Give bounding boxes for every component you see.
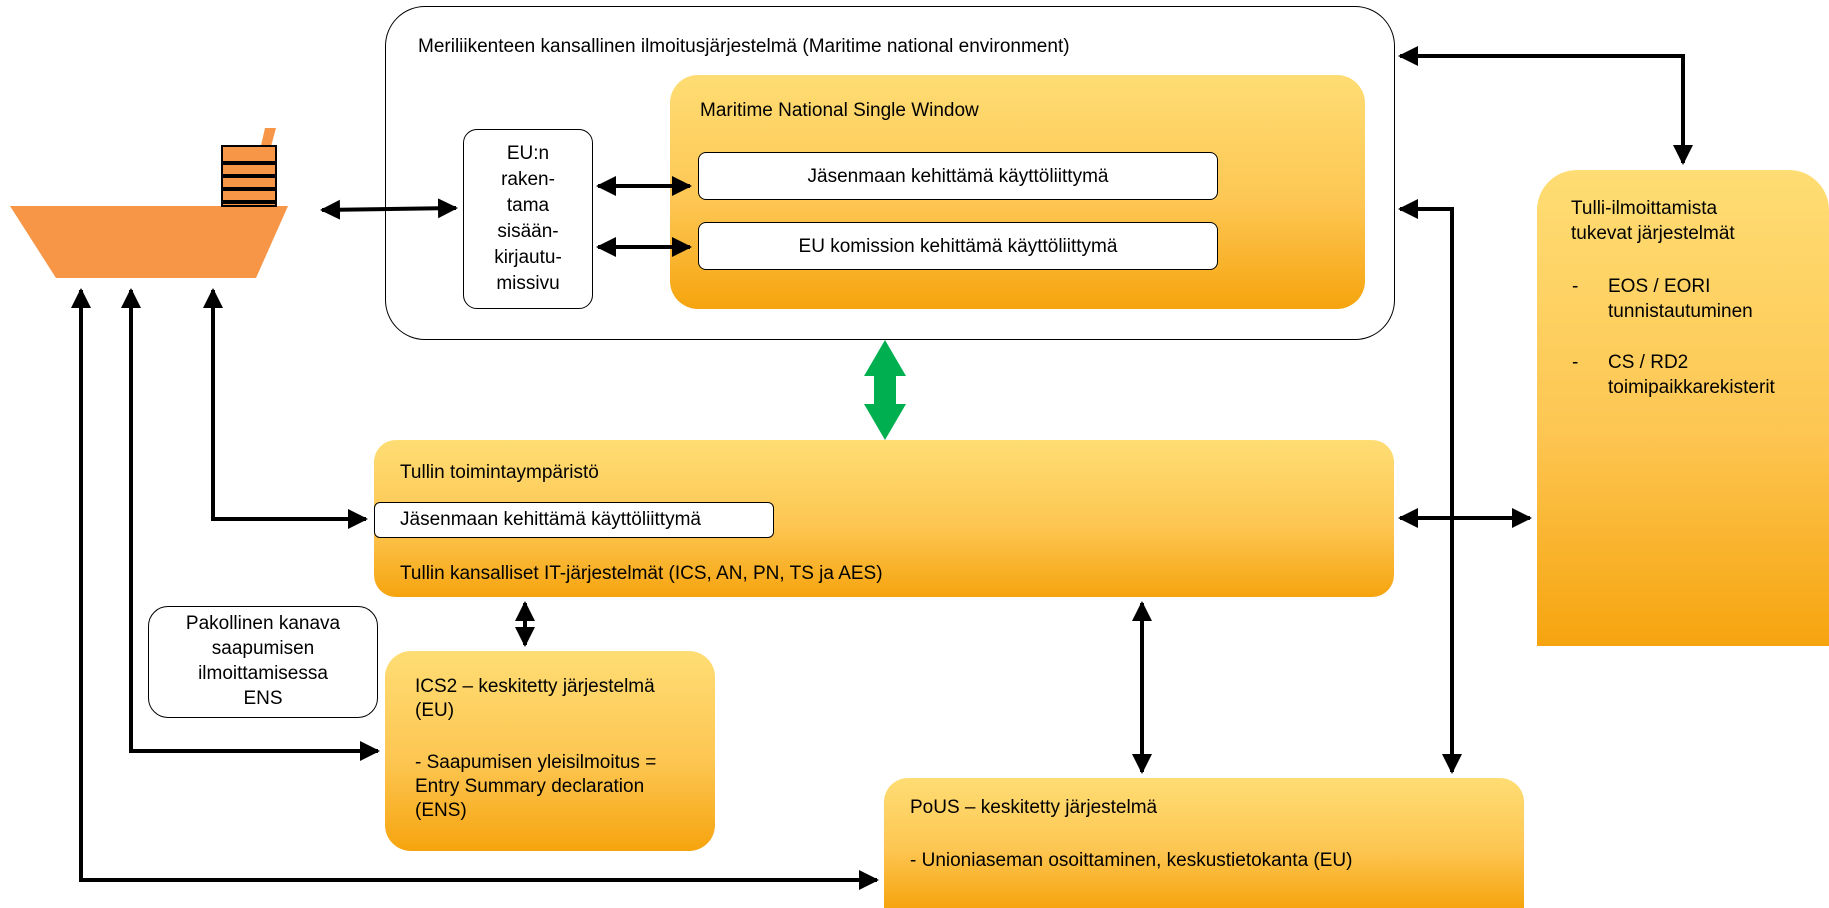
- single-window-member-ui: [698, 152, 1218, 200]
- support-systems-title-2: tukevat järjestelmät: [1571, 223, 1735, 244]
- arrow-ship-login: [320, 198, 458, 220]
- support-item-1-line-1: EOS / EORI: [1608, 276, 1711, 297]
- single-window-commission-ui: [698, 222, 1218, 270]
- arrow-ship-customs-ui: [203, 288, 368, 529]
- ship-icon: [10, 128, 288, 278]
- arrow-maritime-support: [1398, 46, 1693, 165]
- single-window-commission-ui-label: EU komission kehittämä käyttöliittymä: [798, 236, 1118, 257]
- single-window-title: Maritime National Single Window: [700, 100, 979, 121]
- eu-login-line-4: sisään-: [497, 221, 559, 242]
- eu-login-line-1: EU:n: [506, 143, 550, 164]
- pous-title: PoUS – keskitetty järjestelmä: [910, 797, 1158, 818]
- single-window-member-ui-label: Jäsenmaan kehittämä käyttöliittymä: [807, 166, 1109, 187]
- support-item-2-line-2: toimipaikkarekisterit: [1608, 377, 1775, 398]
- maritime-env-title: Meriliikenteen kansallinen ilmoitusjärje…: [418, 36, 1070, 57]
- arrow-ship-pous: [71, 288, 879, 890]
- eu-login-page-box: [463, 129, 593, 309]
- support-item-1-line-2: tunnistautuminen: [1608, 301, 1753, 322]
- support-systems-title-1: Tulli-ilmoittamista: [1571, 198, 1718, 219]
- pous-box: [884, 778, 1524, 908]
- arrow-singlewindow-pous: [1398, 199, 1462, 774]
- support-systems-box: [1537, 170, 1829, 646]
- support-item-1-dash: -: [1572, 276, 1579, 297]
- eu-login-line-3: tama: [506, 195, 550, 216]
- eu-login-line-5: kirjautu-: [494, 247, 562, 268]
- green-sync-arrow: [864, 340, 906, 440]
- support-item-2-dash: -: [1572, 352, 1579, 373]
- eu-login-line-2: raken-: [501, 169, 555, 190]
- pous-detail: - Unioniaseman osoittaminen, keskustieto…: [910, 850, 1353, 871]
- support-item-2-line-1: CS / RD2: [1608, 352, 1689, 373]
